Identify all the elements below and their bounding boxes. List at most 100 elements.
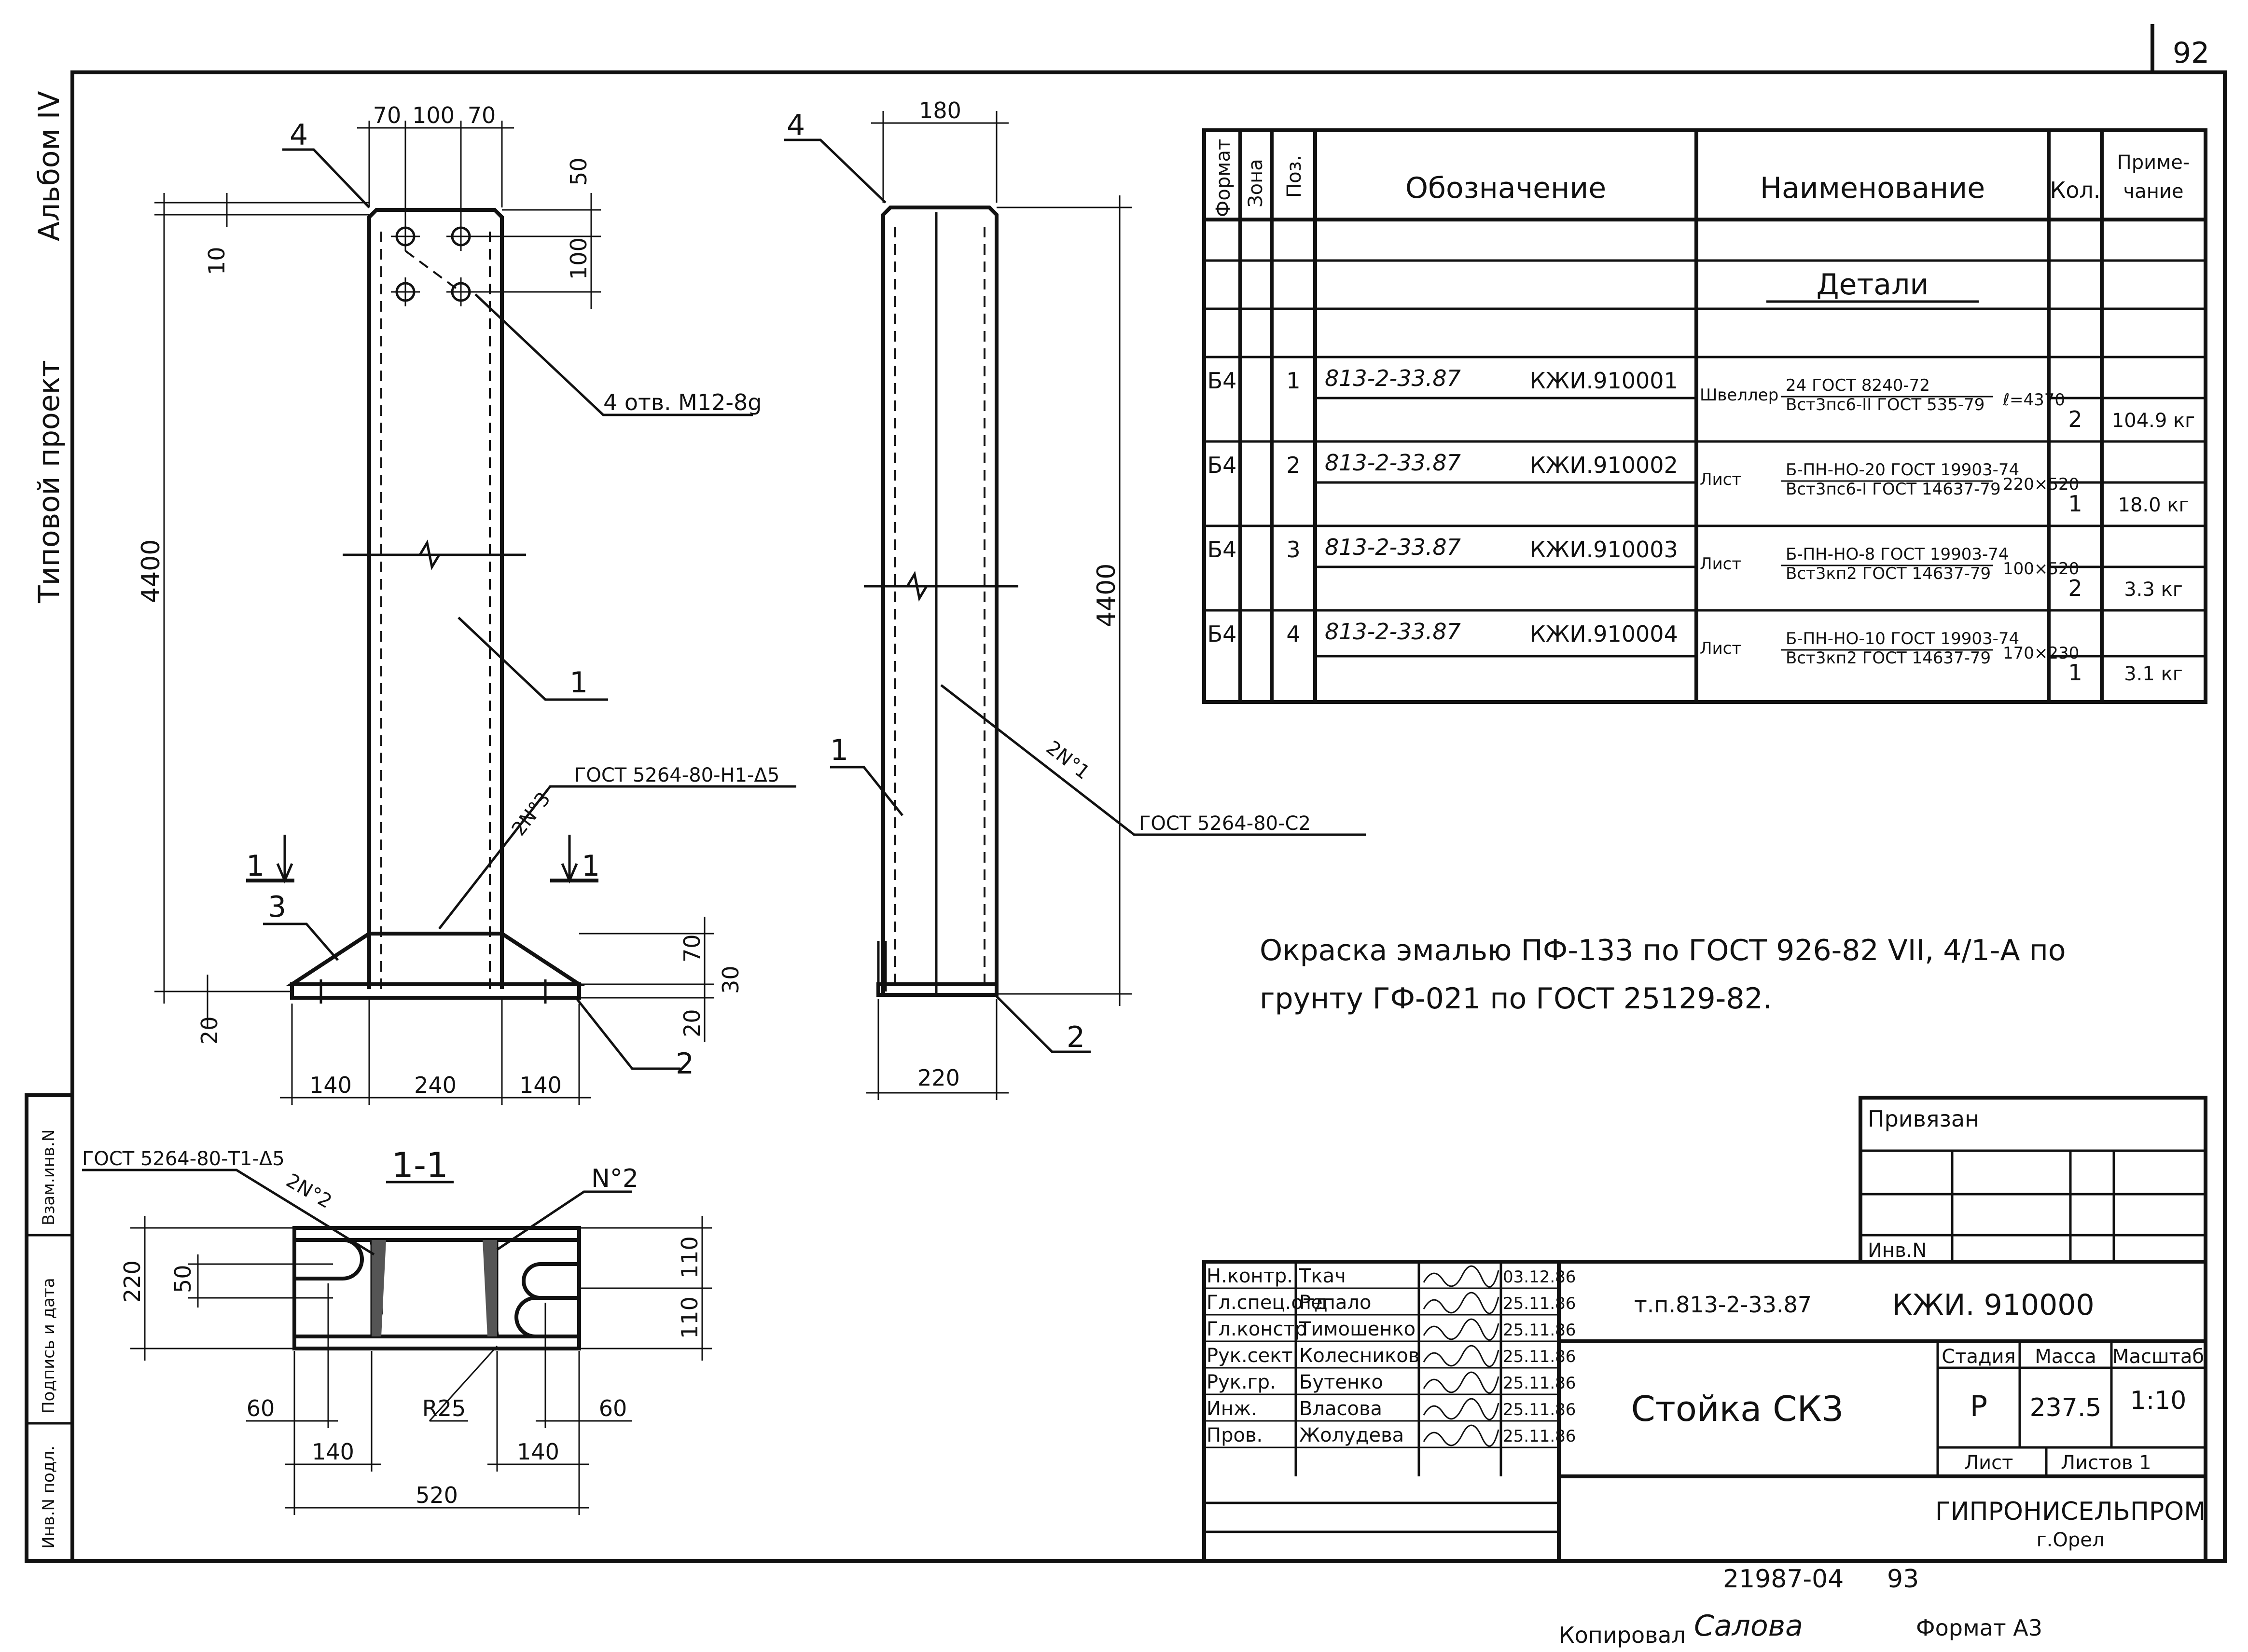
callout-1-front: 1 bbox=[569, 666, 588, 700]
stamp-original-inv: Инв.N подл. bbox=[39, 1446, 58, 1549]
spec-h-note-1: Приме- bbox=[2117, 151, 2190, 174]
spec-row-doc1: 813-2-33.87 bbox=[1325, 534, 1461, 560]
spec-row-name-bottom: Вст3кп2 ГОСТ 14637-79 bbox=[1786, 648, 1991, 668]
spec-row-note: 104.9 кг bbox=[2112, 410, 2195, 432]
spec-row-name-top: Б-ПН-НО-10 ГОСТ 19903-74 bbox=[1786, 629, 2019, 648]
binding-label: Привязан bbox=[1868, 1106, 1979, 1132]
dim-front-10: 10 bbox=[204, 247, 230, 275]
callout-1-side: 1 bbox=[830, 733, 848, 767]
weld-mark-front: 2N°3 bbox=[508, 788, 555, 840]
spec-row-doc2: КЖИ.910003 bbox=[1530, 537, 1678, 563]
sheet-number: 92 bbox=[2173, 36, 2209, 70]
section-1-1: 1-1 220 50 110 110 bbox=[82, 1145, 712, 1515]
spec-row-size: ℓ=4370 bbox=[2002, 390, 2065, 410]
spec-row-doc1: 813-2-33.87 bbox=[1325, 619, 1461, 645]
spec-row-name-prefix: Лист bbox=[1700, 639, 1741, 658]
callout-2-side: 2 bbox=[1067, 1020, 1085, 1054]
weld-note-side: ГОСТ 5264-80-С2 bbox=[1139, 812, 1311, 835]
dim-front-240: 240 bbox=[414, 1072, 457, 1098]
dim-sec-220: 220 bbox=[119, 1260, 145, 1303]
tb-scale: 1:10 bbox=[2130, 1386, 2187, 1415]
signature-scribble bbox=[1423, 1265, 1499, 1288]
front-view: 70 100 70 50 100 10 4400 20 70 30 20 bbox=[137, 102, 796, 1105]
weld-mark-side: 2N°1 bbox=[1042, 737, 1094, 784]
footer-copied-by: Салова bbox=[1694, 1609, 1803, 1643]
dim-side-4400: 4400 bbox=[1092, 564, 1121, 627]
spec-row-size: 100×520 bbox=[2003, 559, 2079, 578]
frame bbox=[25, 24, 2227, 1563]
dim-front-140b: 140 bbox=[519, 1072, 562, 1098]
dim-front-100: 100 bbox=[412, 102, 455, 128]
spec-row-doc1: 813-2-33.87 bbox=[1325, 450, 1461, 476]
tb-date: 25.11.86 bbox=[1503, 1321, 1576, 1340]
spec-row-name-top: 24 ГОСТ 8240-72 bbox=[1786, 376, 1930, 395]
callout-4-front: 4 bbox=[290, 118, 308, 152]
signature-scribble bbox=[1423, 1345, 1499, 1367]
spec-row-format: Б4 bbox=[1207, 621, 1237, 647]
tb-code: КЖИ. 910000 bbox=[1892, 1288, 2094, 1322]
tb-date: 25.11.86 bbox=[1503, 1294, 1576, 1313]
spec-row-size: 220×520 bbox=[2003, 475, 2079, 494]
spec-row-pos: 2 bbox=[1286, 452, 1300, 478]
signature-scribble bbox=[1423, 1318, 1499, 1341]
tb-stage-h: Стадия bbox=[1942, 1346, 2015, 1368]
dim-front-100v: 100 bbox=[566, 237, 592, 280]
spec-row-pos: 4 bbox=[1286, 621, 1300, 647]
section-mark-left: 1 bbox=[246, 849, 264, 883]
tb-date: 25.11.86 bbox=[1503, 1427, 1576, 1446]
spec-row-qty: 1 bbox=[2068, 660, 2082, 686]
binding-inv: Инв.N bbox=[1868, 1239, 1927, 1262]
spec-row-name-prefix: Лист bbox=[1700, 554, 1741, 574]
spec-row-qty: 2 bbox=[2068, 575, 2082, 601]
tb-role: Рук.гр. bbox=[1207, 1371, 1276, 1393]
tb-date: 03.12.86 bbox=[1503, 1267, 1576, 1287]
dim-front-70v: 70 bbox=[679, 934, 705, 963]
spec-row-name-prefix: Швеллер bbox=[1700, 385, 1778, 405]
dim-front-20: 20 bbox=[679, 1009, 705, 1037]
footer-format: Формат А3 bbox=[1916, 1615, 2042, 1641]
tb-org: ГИПРОНИСЕЛЬПРОМ bbox=[1935, 1497, 2206, 1526]
bolt-holes bbox=[391, 222, 475, 306]
dim-side-180: 180 bbox=[919, 97, 961, 124]
tb-title: Стойка СК3 bbox=[1631, 1389, 1844, 1429]
binding-block: Привязан Инв.N bbox=[1859, 1096, 2207, 1264]
tb-role: Гл.констр bbox=[1207, 1318, 1307, 1340]
footer-copied-label: Копировал bbox=[1559, 1622, 1686, 1648]
footer-page: 93 bbox=[1887, 1565, 1919, 1594]
spec-row-pos: 3 bbox=[1286, 537, 1300, 563]
spec-h-format: Формат bbox=[1212, 139, 1235, 217]
stamp-signature-date: Подпись и дата bbox=[39, 1278, 58, 1414]
spec-row-format: Б4 bbox=[1207, 537, 1237, 563]
section-title: 1-1 bbox=[391, 1145, 448, 1185]
weld-mark-section: 2N°2 bbox=[282, 1170, 335, 1213]
tb-name: Репало bbox=[1299, 1292, 1371, 1314]
weld-note-section: ГОСТ 5264-80-Т1-Δ5 bbox=[82, 1148, 285, 1170]
tb-name: Ткач bbox=[1299, 1265, 1346, 1287]
dim-sec-520: 520 bbox=[416, 1482, 458, 1508]
footer-archive: 21987-04 bbox=[1723, 1565, 1844, 1594]
tb-mass: 237.5 bbox=[2030, 1393, 2102, 1422]
section-n2: N°2 bbox=[591, 1164, 638, 1193]
spec-row-pos: 1 bbox=[1286, 368, 1300, 394]
spec-row-note: 3.1 кг bbox=[2124, 663, 2183, 685]
tb-role: Рук.сект. bbox=[1207, 1345, 1299, 1367]
spec-row-size: 170×230 bbox=[2003, 644, 2079, 663]
tb-mass-h: Масса bbox=[2035, 1346, 2096, 1368]
paint-note-line1: Окраска эмалью ПФ-133 по ГОСТ 926-82 VII… bbox=[1260, 934, 2066, 967]
spec-row-name-bottom: Вст3кп2 ГОСТ 14637-79 bbox=[1786, 564, 1991, 583]
spec-row-format: Б4 bbox=[1207, 368, 1237, 394]
spec-row-name-top: Б-ПН-НО-8 ГОСТ 19903-74 bbox=[1786, 545, 2009, 564]
tb-scale-h: Масштаб bbox=[2112, 1346, 2204, 1368]
title-block bbox=[1202, 1260, 2207, 1563]
tb-name: Власова bbox=[1299, 1398, 1382, 1420]
spec-row-name-bottom: Вст3пс6-I ГОСТ 14637-79 bbox=[1786, 480, 2001, 499]
tb-code-prefix: т.п.813-2-33.87 bbox=[1634, 1292, 1812, 1318]
tb-role: Н.контр. bbox=[1207, 1265, 1293, 1287]
spec-h-designation: Обозначение bbox=[1405, 171, 1606, 205]
spec-h-pos: Поз. bbox=[1283, 155, 1305, 198]
weld-note-front: ГОСТ 5264-80-Н1-Δ5 bbox=[574, 764, 779, 786]
project-label: Типовой проект bbox=[32, 360, 66, 604]
holes-note: 4 отв. М12-8g bbox=[603, 389, 762, 415]
spec-h-name: Наименование bbox=[1760, 171, 1985, 205]
